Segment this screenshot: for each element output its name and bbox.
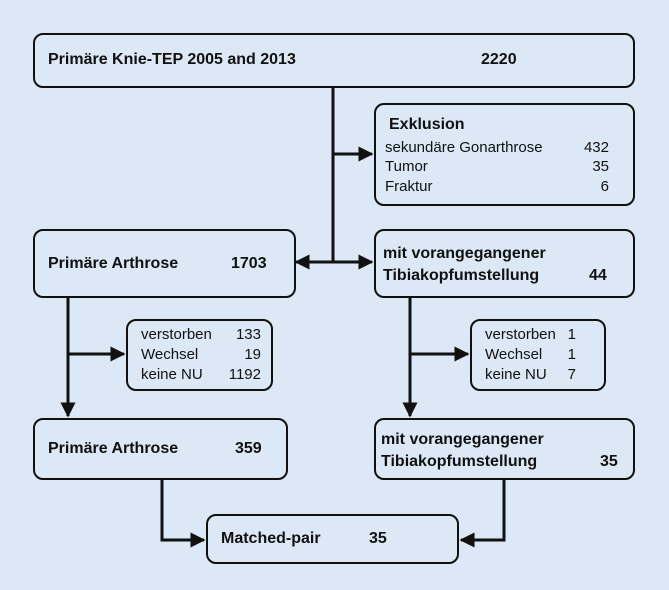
exclusion-item-count: 432 — [583, 139, 609, 156]
loss-item-count: 1192 — [228, 366, 261, 383]
osteotomy-final-count: 35 — [600, 453, 618, 470]
primary-arthrosis-final-count: 359 — [235, 440, 262, 457]
loss-item-count: 1 — [567, 326, 576, 343]
loss-item-count: 133 — [235, 326, 261, 343]
exclusion-item-label: sekundäre Gonarthrose — [385, 139, 543, 156]
primary-arthrosis-final-box: Primäre Arthrose 359 — [33, 418, 288, 480]
loss-item-count: 1 — [567, 346, 576, 363]
loss-item-label: verstorben — [141, 326, 212, 343]
total-box: Primäre Knie-TEP 2005 and 2013 2220 — [33, 33, 635, 88]
primary-arthrosis-box: Primäre Arthrose 1703 — [33, 229, 296, 298]
total-count: 2220 — [481, 51, 517, 68]
left-loss-box: verstorben 133 Wechsel 19 keine NU 1192 — [126, 319, 273, 391]
osteotomy-count: 44 — [589, 267, 607, 284]
primary-arthrosis-final-label: Primäre Arthrose — [48, 440, 179, 457]
exclusion-item-label: Fraktur — [385, 178, 433, 195]
primary-arthrosis-count: 1703 — [231, 255, 267, 272]
right-loss-box: verstorben 1 Wechsel 1 keine NU 7 — [470, 319, 606, 391]
exclusion-title: Exklusion — [389, 116, 465, 133]
osteotomy-label-line1: mit vorangegangener — [383, 245, 546, 262]
osteotomy-label-line2: Tibiakopfumstellung — [383, 267, 540, 284]
primary-arthrosis-label: Primäre Arthrose — [48, 255, 179, 272]
matched-pair-count: 35 — [369, 530, 387, 547]
loss-item-label: verstorben — [485, 326, 556, 343]
matched-pair-label: Matched-pair — [221, 530, 321, 547]
osteotomy-final-label-line2: Tibiakopfumstellung — [381, 453, 538, 470]
exclusion-item-label: Tumor — [385, 158, 428, 175]
loss-item-label: keine NU — [141, 366, 203, 383]
osteotomy-box: mit vorangegangener Tibiakopfumstellung … — [374, 229, 635, 298]
loss-item-count: 19 — [244, 346, 261, 363]
loss-item-count: 7 — [567, 366, 576, 383]
exclusion-box: Exklusion sekundäre Gonarthrose 432 Tumo… — [374, 103, 635, 206]
loss-item-label: keine NU — [485, 366, 547, 383]
left-to-matched — [160, 480, 206, 548]
exclusion-item-count: 6 — [600, 178, 609, 195]
exclusion-item-count: 35 — [592, 158, 609, 175]
loss-item-label: Wechsel — [141, 346, 199, 363]
loss-item-label: Wechsel — [485, 346, 543, 363]
osteotomy-final-box: mit vorangegangener Tibiakopfumstellung … — [374, 418, 635, 480]
right-to-matched — [459, 480, 506, 548]
matched-pair-box: Matched-pair 35 — [206, 514, 459, 564]
total-label: Primäre Knie-TEP 2005 and 2013 — [48, 51, 296, 68]
osteotomy-final-label-line1: mit vorangegangener — [381, 431, 544, 448]
